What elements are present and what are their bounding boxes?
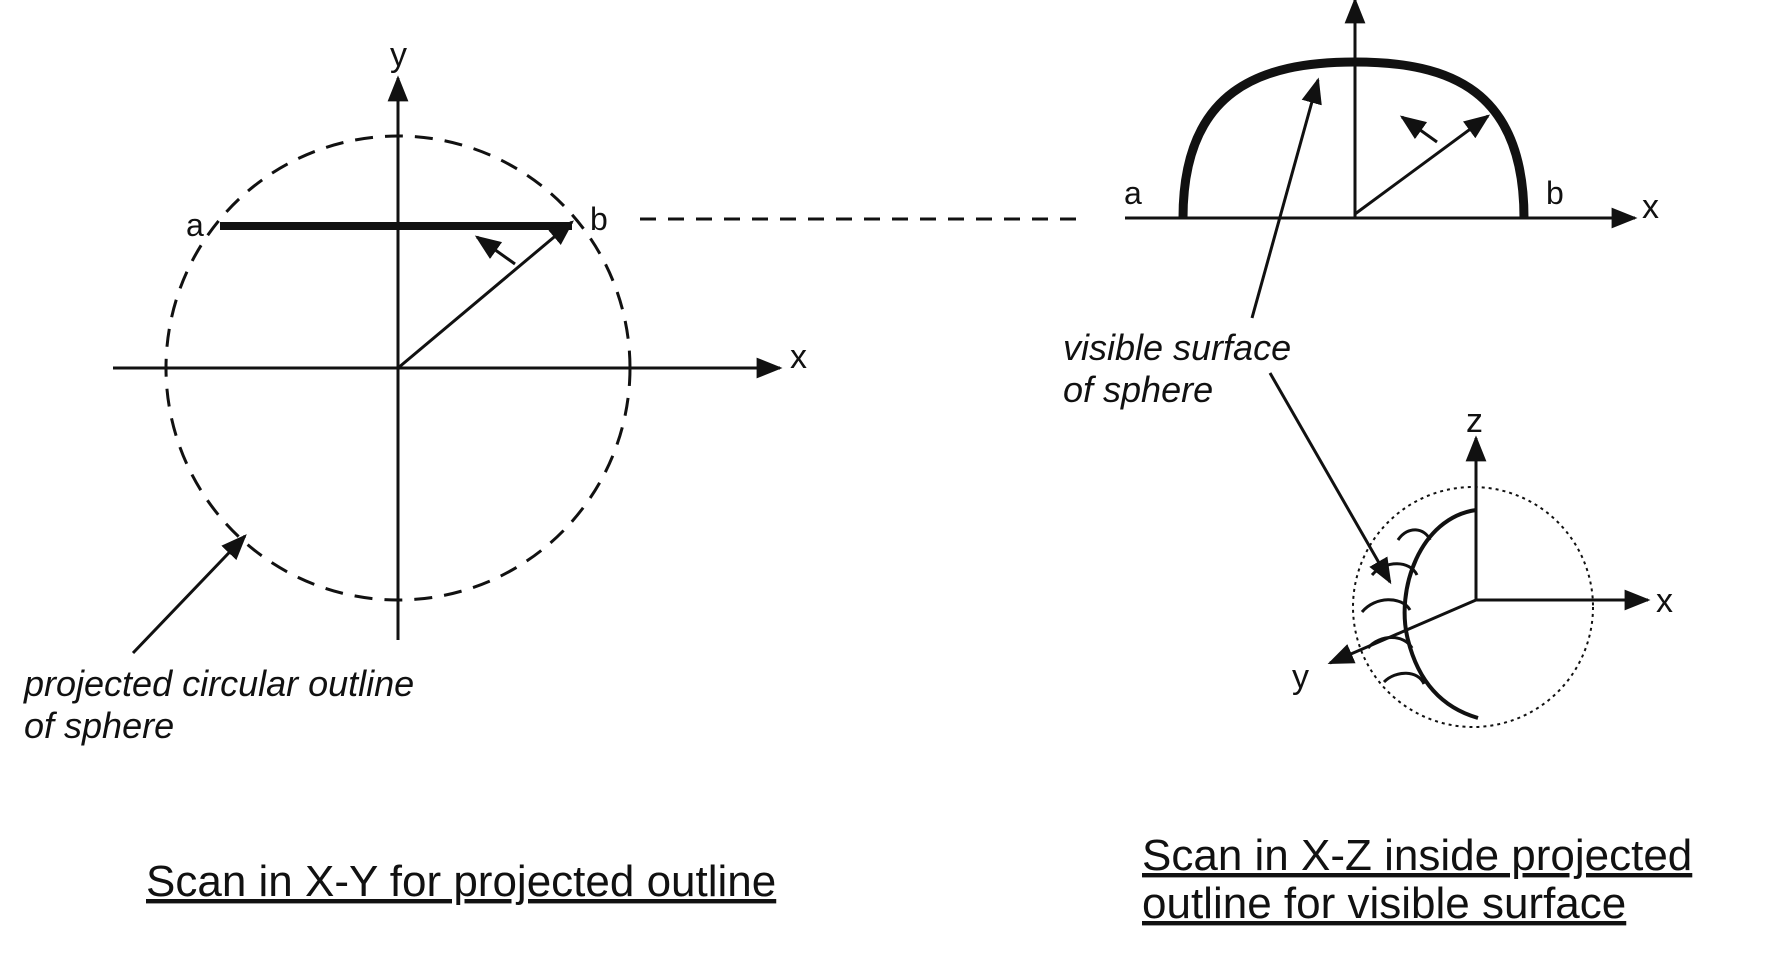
radius-vector [397, 220, 574, 370]
surface-annotation-line2: of sphere [1063, 369, 1213, 410]
outline-pointer-arrow [131, 534, 247, 655]
visible-surface-arc [1178, 57, 1529, 219]
normal-arrow [474, 235, 516, 266]
y-axis-label: y [390, 36, 407, 74]
xz-normal-arrow [1399, 115, 1438, 144]
surface-pointer-arrow-up [1250, 77, 1322, 319]
visible-half-outline [1402, 508, 1479, 720]
small-y-label: y [1292, 658, 1309, 696]
xz-caption-line2: outline for visible surface [1142, 879, 1626, 928]
xz-radius-vector [1354, 114, 1491, 216]
outline-annotation-line2: of sphere [24, 705, 174, 746]
xz-caption-line1: Scan in X-Z inside projected [1142, 831, 1692, 880]
point-a-label: a [186, 207, 204, 243]
scan-arc-3 [1360, 598, 1412, 614]
xz-scan-panel: a b x visible surface of sphere [1063, 0, 1659, 585]
scan-arc-5 [1382, 671, 1426, 685]
surface-pointer-arrow-down [1268, 372, 1392, 585]
small-x-label: x [1656, 582, 1673, 620]
xy-caption: Scan in X-Y for projected outline [146, 857, 776, 906]
point-b-label: b [590, 201, 608, 237]
small-z-label: z [1466, 402, 1483, 440]
xz-x-axis-label: x [1642, 188, 1659, 226]
scan-arc-1 [1396, 528, 1432, 541]
small-y-axis [1327, 598, 1477, 665]
xz-caption: Scan in X-Z inside projected outline for… [1142, 831, 1692, 928]
xz-point-b-label: b [1546, 175, 1564, 211]
x-axis-label: x [790, 338, 807, 376]
sphere-outline-dotted [1352, 486, 1594, 728]
small-3d-sphere: z x y [1292, 402, 1673, 728]
surface-annotation-line1: visible surface [1063, 327, 1291, 368]
scan-arc-2 [1370, 562, 1419, 577]
outline-annotation-line1: projected circular outline [23, 663, 414, 704]
xz-point-a-label: a [1124, 175, 1142, 211]
xy-scan-panel: y x a b projected circular outline of sp… [23, 36, 1078, 906]
